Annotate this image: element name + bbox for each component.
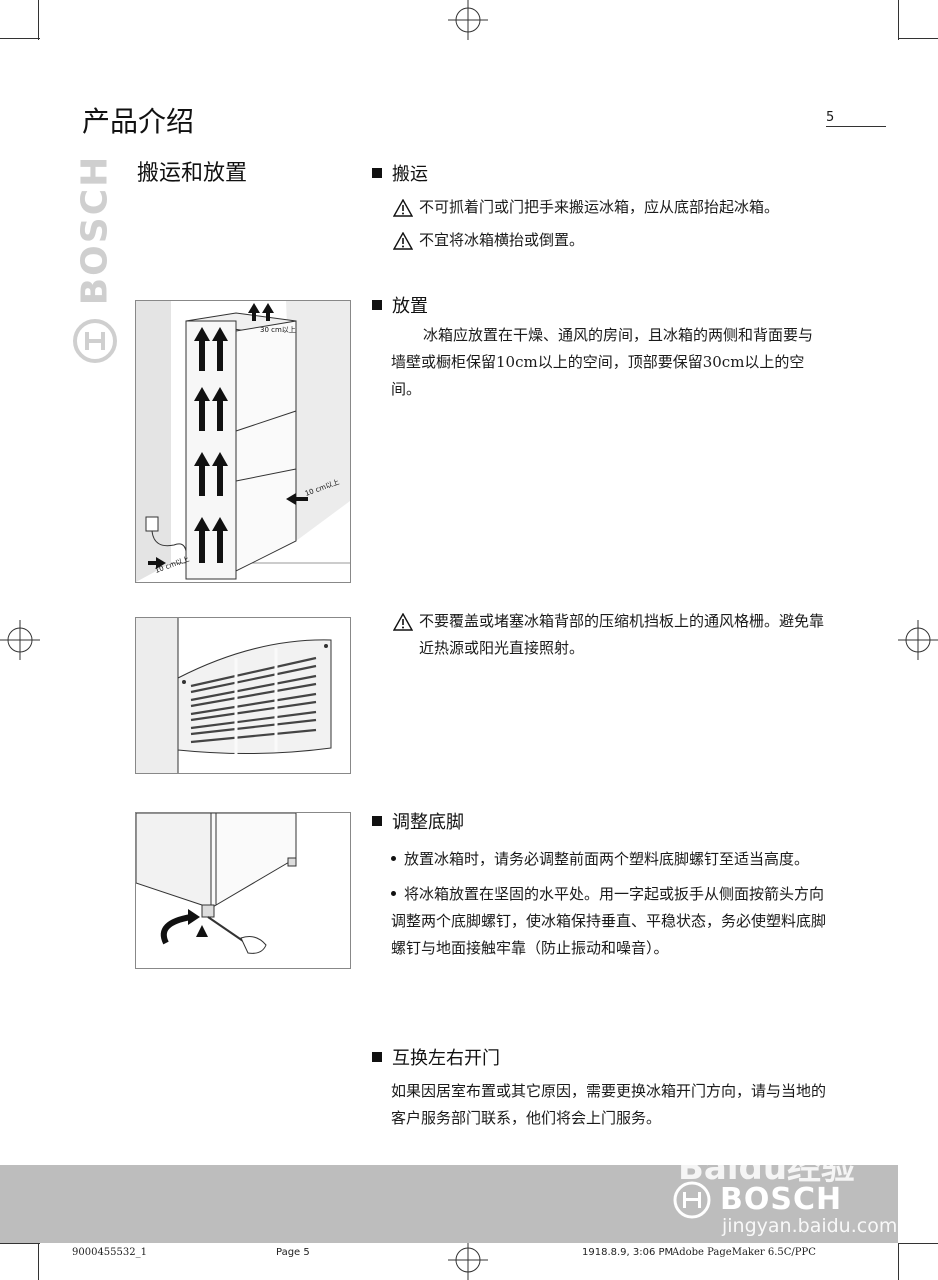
page-title: 产品介绍	[82, 105, 195, 138]
imprint-software: Adobe PageMaker 6.5C/PPC	[672, 1247, 816, 1258]
transport-warnings: 不可抓着门或门把手来搬运冰箱，应从底部抬起冰箱。 不宜将冰箱横抬或倒置。	[393, 194, 833, 254]
imprint-page: Page 5	[276, 1247, 310, 1258]
label-top-clearance: 30 cm以上	[260, 325, 296, 334]
warning-item: 不要覆盖或堵塞冰箱背部的压缩机挡板上的通风格栅。避免靠近热源或阳光直接照射。	[393, 608, 833, 662]
sidebar-brand-text: BOSCH	[74, 154, 116, 306]
placement-text: 冰箱应放置在干燥、通风的房间，且冰箱的两侧和背面要与墙壁或橱柜保留10cm以上的…	[391, 326, 814, 398]
bosch-logo-icon	[72, 318, 118, 364]
crop-mark	[898, 1243, 899, 1280]
imprint-timestamp: 1918.8.9, 3:06 PM	[582, 1247, 674, 1258]
footer-bosch-logo-icon	[672, 1180, 712, 1220]
placement-heading-text: 放置	[392, 296, 428, 317]
doors-text: 如果因居室布置或其它原因，需要更换冰箱开门方向，请与当地的客户服务部门联系，他们…	[391, 1082, 827, 1127]
registration-mark-left	[0, 620, 40, 660]
warning-item: 不宜将冰箱横抬或倒置。	[393, 227, 833, 254]
warning-triangle-icon	[393, 613, 413, 631]
bullet-dot-icon	[391, 891, 396, 896]
square-bullet-icon	[372, 300, 382, 310]
section-title: 搬运和放置	[137, 161, 248, 186]
watermark-url: jingyan.baidu.com	[722, 1215, 898, 1237]
square-bullet-icon	[372, 1052, 382, 1062]
registration-mark-top	[448, 0, 488, 40]
figure-placement-clearance: 30 cm以上 10 cm以上 10 cm以上	[135, 300, 351, 583]
grille-warning: 不要覆盖或堵塞冰箱背部的压缩机挡板上的通风格栅。避免靠近热源或阳光直接照射。	[393, 608, 833, 662]
square-bullet-icon	[372, 816, 382, 826]
transport-heading-text: 搬运	[392, 164, 428, 185]
warning-text: 不可抓着门或门把手来搬运冰箱，应从底部抬起冰箱。	[419, 198, 780, 216]
bullet-dot-icon	[391, 856, 396, 861]
warning-triangle-icon	[393, 199, 413, 217]
crop-mark	[38, 0, 39, 40]
bullet-text: 放置冰箱时，请务必调整前面两个塑料底脚螺钉至适当高度。	[404, 850, 810, 868]
bullet-item: 将冰箱放置在坚固的水平处。用一字起或扳手从侧面按箭头方向调整两个底脚螺钉，使冰箱…	[391, 881, 831, 962]
doors-heading-text: 互换左右开门	[392, 1048, 500, 1069]
watermark-text: Baidu经验	[678, 1148, 856, 1188]
page-number-rule	[826, 126, 886, 127]
warning-text: 不要覆盖或堵塞冰箱背部的压缩机挡板上的通风格栅。避免靠近热源或阳光直接照射。	[419, 612, 825, 657]
crop-mark	[0, 1243, 40, 1244]
footer-band	[0, 1165, 898, 1243]
page-number: 5	[826, 110, 835, 125]
transport-heading: 搬运	[372, 160, 428, 186]
crop-mark	[38, 1243, 39, 1280]
crop-mark	[898, 1243, 938, 1244]
feet-heading: 调整底脚	[372, 808, 464, 834]
crop-mark	[898, 38, 938, 39]
warning-text: 不宜将冰箱横抬或倒置。	[419, 231, 585, 249]
crop-mark	[0, 38, 40, 39]
bullet-text: 将冰箱放置在坚固的水平处。用一字起或扳手从侧面按箭头方向调整两个底脚螺钉，使冰箱…	[391, 885, 827, 957]
registration-mark-right	[898, 620, 938, 660]
imprint-code: 9000455532_1	[72, 1247, 147, 1258]
sidebar-brand: BOSCH	[72, 155, 118, 306]
doors-heading: 互换左右开门	[372, 1044, 500, 1070]
figure-ventilation-grille	[135, 617, 351, 774]
placement-heading: 放置	[372, 292, 428, 318]
square-bullet-icon	[372, 168, 382, 178]
footer-brand: BOSCH	[720, 1182, 843, 1217]
feet-heading-text: 调整底脚	[392, 812, 464, 833]
feet-bullets: 放置冰箱时，请务必调整前面两个塑料底脚螺钉至适当高度。 将冰箱放置在坚固的水平处…	[391, 846, 831, 962]
figure-adjust-feet	[135, 812, 351, 969]
warning-triangle-icon	[393, 232, 413, 250]
crop-mark	[898, 0, 899, 40]
registration-mark-bottom	[448, 1240, 488, 1280]
warning-item: 不可抓着门或门把手来搬运冰箱，应从底部抬起冰箱。	[393, 194, 833, 221]
bullet-item: 放置冰箱时，请务必调整前面两个塑料底脚螺钉至适当高度。	[391, 846, 831, 873]
